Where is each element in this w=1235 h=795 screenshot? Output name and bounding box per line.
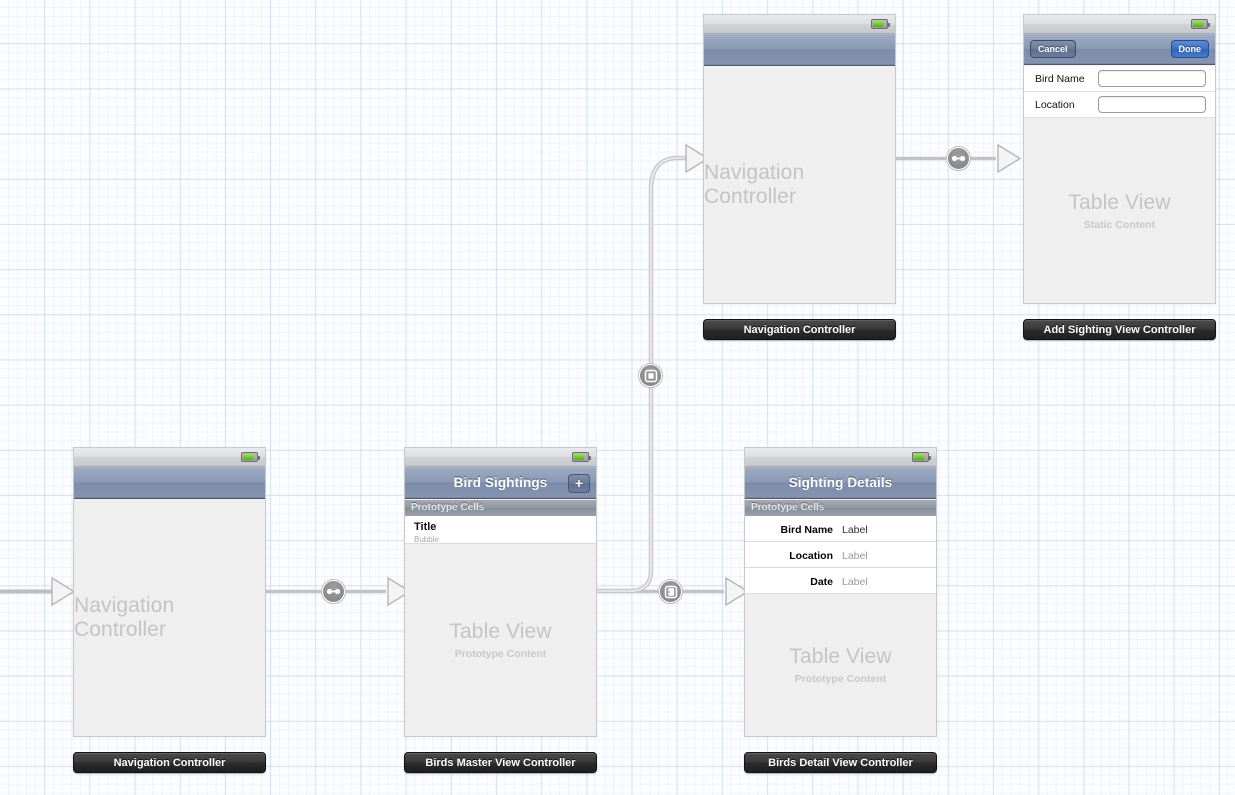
navigation-bar: Sighting Details	[745, 467, 936, 499]
prototype-cell-subtitle: Bubble	[414, 535, 439, 544]
location-label: Location	[1035, 98, 1075, 111]
placeholder-title: Navigation Controller	[74, 594, 175, 641]
battery-icon	[912, 452, 931, 462]
placeholder-title: Navigation Controller	[704, 161, 805, 208]
battery-icon	[871, 19, 890, 29]
placeholder-subtitle: Prototype Content	[454, 648, 547, 660]
scene-body: Navigation Controller	[704, 67, 895, 303]
form-row-bird-name[interactable]: Bird Name	[1024, 66, 1215, 92]
status-bar	[704, 15, 895, 34]
detail-label: Date	[810, 576, 833, 588]
status-bar	[745, 448, 936, 467]
push-segue-icon[interactable]	[659, 580, 682, 603]
form-row-location[interactable]: Location	[1024, 92, 1215, 118]
relationship-segue-icon[interactable]	[947, 147, 970, 170]
bird-name-field[interactable]	[1098, 70, 1206, 87]
navigation-bar	[704, 34, 895, 66]
nav-title-bird-sightings: Bird Sightings	[453, 475, 548, 490]
placeholder-title: Table View	[449, 620, 552, 643]
navigation-bar	[74, 467, 265, 499]
scene-add-sighting-view-controller[interactable]: Cancel Done Bird Name Location Table Vie…	[1023, 14, 1216, 304]
scene-label-birds-detail-view-controller[interactable]: Birds Detail View Controller	[744, 752, 937, 773]
detail-row-location[interactable]: Location Label	[745, 542, 936, 568]
status-bar	[405, 448, 596, 467]
scene-body: Table View Prototype Content	[745, 594, 936, 736]
done-button[interactable]: Done	[1170, 40, 1209, 58]
scene-birds-master-view-controller[interactable]: Bird Sightings + Prototype Cells Title B…	[404, 447, 597, 737]
scene-navigation-controller-top[interactable]: Navigation Controller	[703, 14, 896, 304]
placeholder-subtitle: Prototype Content	[794, 673, 887, 685]
detail-label: Bird Name	[780, 524, 833, 536]
placeholder-title: Table View	[789, 645, 892, 668]
scene-label-birds-master-view-controller[interactable]: Birds Master View Controller	[404, 752, 597, 773]
status-bar	[74, 448, 265, 467]
navigation-bar: Bird Sightings +	[405, 467, 596, 499]
bird-name-label: Bird Name	[1035, 72, 1085, 85]
detail-value: Label	[842, 550, 868, 562]
cancel-button[interactable]: Cancel	[1030, 40, 1076, 58]
detail-value: Label	[842, 524, 868, 536]
add-sighting-button[interactable]: +	[568, 474, 590, 493]
detail-value: Label	[842, 576, 868, 588]
scene-label-navigation-controller-bottom[interactable]: Navigation Controller	[73, 752, 266, 773]
prototype-cell[interactable]: Title Bubble	[405, 516, 596, 544]
detail-row-bird-name[interactable]: Bird Name Label	[745, 516, 936, 542]
battery-icon	[572, 452, 591, 462]
nav-title-sighting-details: Sighting Details	[788, 475, 893, 490]
battery-icon	[241, 452, 260, 462]
prototype-cells-header: Prototype Cells	[405, 500, 596, 516]
location-field[interactable]	[1098, 96, 1206, 113]
scene-label-add-sighting-view-controller[interactable]: Add Sighting View Controller	[1023, 319, 1216, 340]
detail-row-date[interactable]: Date Label	[745, 568, 936, 594]
prototype-cell-title: Title	[414, 521, 437, 533]
scene-body: Navigation Controller	[74, 500, 265, 736]
prototype-cells-header: Prototype Cells	[745, 500, 936, 516]
placeholder-subtitle: Static Content	[1083, 218, 1156, 231]
placeholder-title: Table View	[1068, 190, 1171, 214]
scene-label-navigation-controller-top[interactable]: Navigation Controller	[703, 319, 896, 340]
battery-icon	[1191, 19, 1210, 29]
scene-birds-detail-view-controller[interactable]: Sighting Details Prototype Cells Bird Na…	[744, 447, 937, 737]
scene-body: Table View Static Content	[1024, 118, 1215, 303]
status-bar	[1024, 15, 1215, 34]
modal-toolbar: Cancel Done	[1024, 34, 1215, 65]
modal-segue-icon[interactable]	[639, 364, 662, 387]
scene-navigation-controller-bottom[interactable]: Navigation Controller	[73, 447, 266, 737]
scene-body: Table View Prototype Content	[405, 544, 596, 736]
detail-label: Location	[789, 550, 833, 562]
relationship-segue-icon[interactable]	[322, 580, 345, 603]
